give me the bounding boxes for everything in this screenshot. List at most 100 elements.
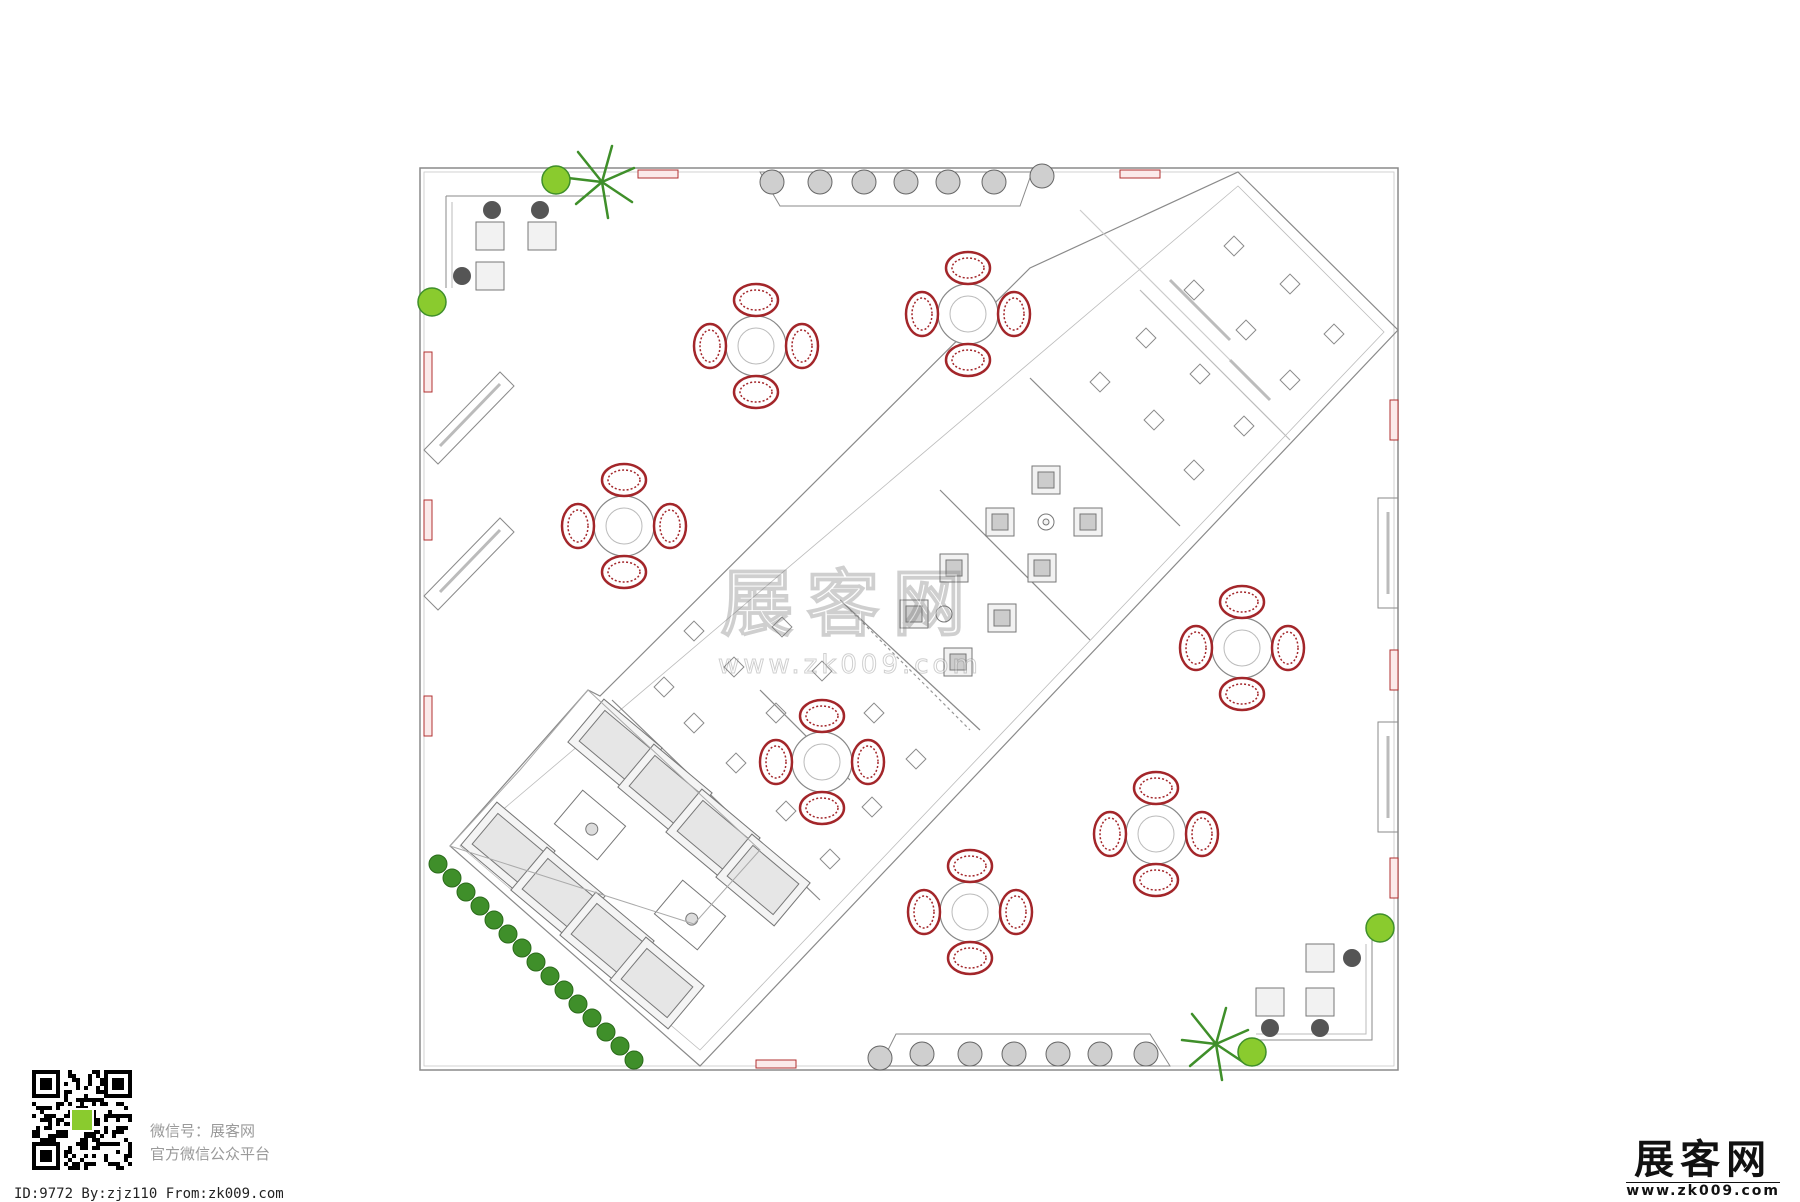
qr-module	[60, 1118, 64, 1122]
qr-module	[100, 1090, 104, 1094]
chair-weave	[699, 329, 721, 363]
round-table	[1211, 617, 1273, 679]
qr-module	[68, 1074, 72, 1078]
qr-module	[88, 1082, 92, 1086]
qr-module	[80, 1146, 84, 1150]
qr-module	[124, 1158, 128, 1162]
qr-module	[112, 1142, 116, 1146]
qr-module	[56, 1118, 60, 1122]
qr-module	[84, 1134, 88, 1138]
qr-module	[128, 1150, 132, 1154]
round-table	[937, 283, 999, 345]
qr-module	[80, 1138, 84, 1142]
qr-module	[128, 1162, 132, 1166]
booth-outline	[419, 167, 1399, 1071]
chair-weave	[913, 895, 935, 929]
reception-bottom-right	[1250, 940, 1373, 1041]
table-set-7	[906, 848, 1034, 976]
qr-module	[84, 1142, 88, 1146]
chair-weave	[1003, 297, 1025, 331]
qr-module	[32, 1114, 36, 1118]
qr-module	[36, 1126, 40, 1130]
qr-module	[88, 1078, 92, 1082]
qr-module	[76, 1086, 80, 1090]
qr-module	[76, 1082, 80, 1086]
qr-module	[64, 1082, 68, 1086]
qr-module	[100, 1134, 104, 1138]
chair-weave	[659, 509, 681, 543]
qr-module	[96, 1142, 100, 1146]
qr-module	[104, 1102, 108, 1106]
qr-module	[84, 1146, 88, 1150]
qr-module	[80, 1102, 84, 1106]
qr-module	[64, 1162, 68, 1166]
brand-logo-block: 展客网 www.zk009.com	[1626, 1138, 1780, 1199]
qr-module	[112, 1162, 116, 1166]
qr-module	[116, 1126, 120, 1130]
qr-module	[64, 1150, 68, 1154]
qr-module	[100, 1142, 104, 1146]
qr-module	[84, 1094, 88, 1098]
top-bar-counter	[759, 163, 1055, 207]
qr-module	[64, 1134, 68, 1138]
chair-weave	[911, 297, 933, 331]
qr-module	[60, 1102, 64, 1106]
table-top-detail	[951, 893, 989, 931]
chair-weave	[857, 745, 879, 779]
qr-module	[76, 1142, 80, 1146]
reception-top-left	[445, 195, 610, 291]
chair-weave	[1139, 869, 1173, 891]
qr-module	[96, 1074, 100, 1078]
right-wall-panels	[1377, 497, 1399, 833]
hedge-row	[428, 854, 644, 1070]
qr-module	[52, 1138, 56, 1142]
center-stools	[899, 465, 1103, 677]
qr-module	[88, 1074, 92, 1078]
qr-module	[112, 1134, 116, 1138]
qr-module	[84, 1098, 88, 1102]
qr-module	[108, 1114, 112, 1118]
left-wall-shelves	[423, 371, 515, 611]
qr-module	[104, 1114, 108, 1118]
qr-module	[48, 1138, 52, 1142]
table-set-2	[904, 250, 1032, 378]
qr-module	[56, 1102, 60, 1106]
qr-module	[48, 1126, 52, 1130]
chair-weave	[607, 561, 641, 583]
table-set-1	[692, 282, 820, 410]
qr-module	[124, 1154, 128, 1158]
qr-module	[96, 1070, 100, 1074]
table-top-detail	[1223, 629, 1261, 667]
qr-module	[68, 1146, 72, 1150]
table-set-5	[758, 698, 886, 826]
chair-weave	[953, 855, 987, 877]
table-top-detail	[803, 743, 841, 781]
qr-module	[44, 1126, 48, 1130]
qr-module	[40, 1118, 44, 1122]
qr-module	[60, 1130, 64, 1134]
qr-module	[124, 1114, 128, 1118]
diagonal-island	[449, 171, 1399, 1067]
qr-module	[112, 1078, 124, 1090]
qr-module	[104, 1142, 108, 1146]
chair-weave	[1277, 631, 1299, 665]
bottom-bar-counter	[867, 1033, 1171, 1071]
dining-tables	[560, 250, 1306, 976]
qr-module	[68, 1090, 72, 1094]
qr-module	[36, 1130, 40, 1134]
qr-module	[40, 1150, 52, 1162]
qr-module	[44, 1106, 48, 1110]
qr-module	[100, 1082, 104, 1086]
qr-module	[96, 1118, 100, 1122]
brand-logo: 展客网	[1634, 1136, 1773, 1183]
wechat-platform-label: 官方微信公众平台	[150, 1145, 271, 1163]
qr-module	[84, 1154, 88, 1158]
wechat-account-label: 微信号：展客网	[150, 1122, 256, 1140]
qr-module	[116, 1166, 120, 1170]
qr-module	[96, 1098, 100, 1102]
chair-weave	[1005, 895, 1027, 929]
table-top-detail	[949, 295, 987, 333]
qr-module	[104, 1158, 108, 1162]
qr-module	[116, 1162, 120, 1166]
qr-module	[124, 1126, 128, 1130]
